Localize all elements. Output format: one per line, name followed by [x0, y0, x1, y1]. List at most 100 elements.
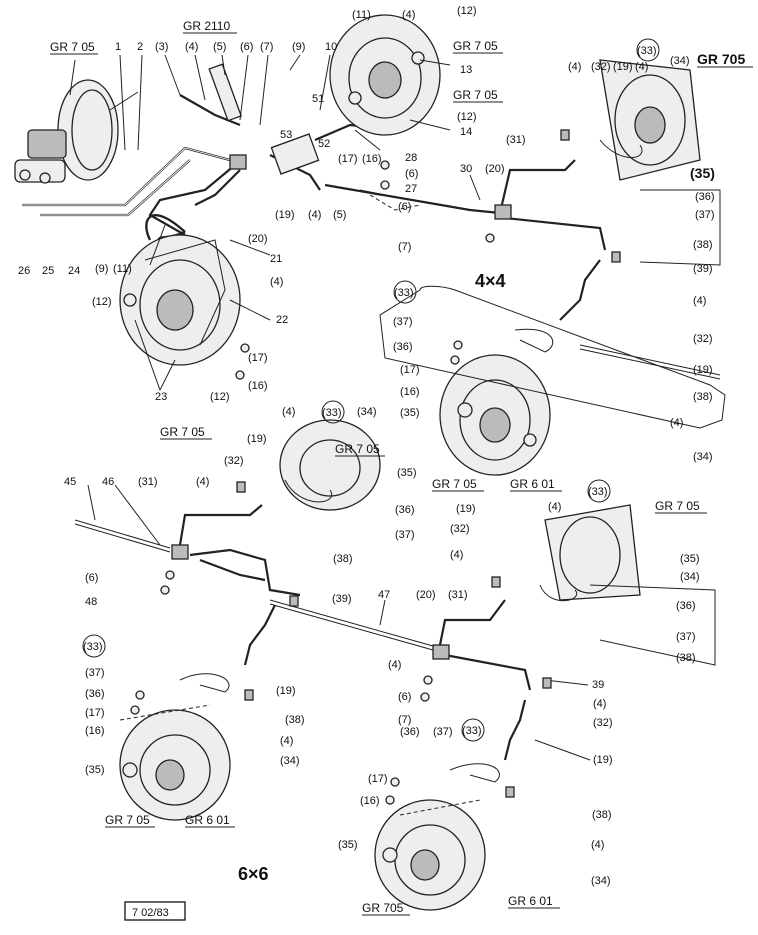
callout-36-c: (36) [395, 504, 415, 516]
callout-7-c: (7) [398, 714, 411, 726]
callout-35-c: (35) [397, 467, 417, 479]
distributor-tees [171, 154, 512, 660]
callout-39-c: 39 [592, 679, 604, 691]
callout-20-c: (20) [416, 589, 436, 601]
callout-37-e: (37) [85, 667, 105, 679]
callout-31-a: (31) [506, 134, 526, 146]
callout-37-d: (37) [676, 631, 696, 643]
callout-34-c: (34) [357, 406, 377, 418]
callout-33-c: (33) [322, 407, 342, 419]
callout-9-b: (9) [95, 263, 108, 275]
callout-33-f: (33) [462, 725, 482, 737]
callout-37-c: (37) [395, 529, 415, 541]
callout-38-e: (38) [285, 714, 305, 726]
reference-code: 7 02/83 [132, 907, 169, 919]
label-gr705-booster: GR 7 05 [50, 40, 95, 54]
callout-37-a: (37) [695, 209, 715, 221]
label-gr705-4x4: GR 705 [697, 51, 745, 67]
callout-51: 51 [312, 93, 324, 105]
label-gr705-6x6-right: GR 7 05 [655, 499, 700, 513]
callout-33-d: (33) [588, 486, 608, 498]
callout-32-c: (32) [224, 455, 244, 467]
brake-booster [14, 79, 139, 184]
callout-16-a: (16) [362, 153, 382, 165]
clip-4h [611, 251, 621, 263]
callout-4-g: (4) [693, 295, 706, 307]
callout-6-b: (6) [405, 168, 418, 180]
label-gr705-front: GR 7 05 [160, 425, 205, 439]
callout-34-b: (34) [693, 451, 713, 463]
callout-17-c: (17) [400, 364, 420, 376]
callout-19-d: (19) [247, 433, 267, 445]
callout-19-e: (19) [456, 503, 476, 515]
callout-33-a: (33) [637, 45, 657, 57]
callout-4-o: (4) [280, 735, 293, 747]
callout-32-d: (32) [450, 523, 470, 535]
callout-5-b: (5) [333, 209, 346, 221]
callout-20-a: (20) [485, 163, 505, 175]
tee-6x6-right [432, 644, 450, 660]
callout-17-a: (17) [338, 153, 358, 165]
section-6x6: 6×6 [238, 864, 269, 884]
callout-9-a: (9) [292, 41, 305, 53]
callout-2: 2 [137, 41, 143, 53]
callout-17-d: (17) [85, 707, 105, 719]
tee-front [229, 154, 247, 170]
callout-4-h: (4) [670, 417, 683, 429]
callout-33-b: (33) [394, 287, 414, 299]
leader-lines [69, 54, 591, 761]
fasteners [130, 129, 621, 805]
callout-4-l: (4) [450, 549, 463, 561]
callout-17-b: (17) [248, 352, 268, 364]
callout-19-b: (19) [613, 61, 633, 73]
callout-39-a: (39) [693, 263, 713, 275]
callout-4-b: (4) [402, 9, 415, 21]
callout-16-b: (16) [248, 380, 268, 392]
callout-16-c: (16) [400, 386, 420, 398]
callout-21: 21 [270, 253, 282, 265]
6x6-right-diff [539, 504, 641, 602]
callout-34-f: (34) [591, 875, 611, 887]
callout-7-b: (7) [398, 241, 411, 253]
callout-12-b: (12) [457, 111, 477, 123]
callout-4-i: (4) [282, 406, 295, 418]
tee-4x4 [494, 204, 512, 220]
callout-24: 24 [68, 265, 80, 277]
label-gr705-4x4-lower: GR 7 05 [432, 477, 477, 491]
callout-35-b: (35) [400, 407, 420, 419]
label-gr705-6x6-left: GR 7 05 [105, 813, 150, 827]
callout-26: 26 [18, 265, 30, 277]
section-4x4: 4×4 [475, 271, 506, 291]
6x6-lower-right-diff [374, 763, 500, 911]
callout-10: 10 [325, 41, 337, 53]
callout-11-b: (11) [113, 263, 132, 275]
callout-13: 13 [460, 64, 472, 76]
callout-27: 27 [405, 183, 417, 195]
callout-20-b: (20) [248, 233, 268, 245]
label-gr601-4x4: GR 6 01 [510, 477, 555, 491]
callout-16-e: (16) [360, 795, 380, 807]
callout-38-b: (38) [693, 391, 713, 403]
callout-31-c: (31) [448, 589, 468, 601]
6x6-lower-left-diff [119, 673, 231, 821]
callout-25: 25 [42, 265, 54, 277]
callout-52: 52 [318, 138, 330, 150]
callout-47: 47 [378, 589, 390, 601]
callout-19-f: (19) [593, 754, 613, 766]
4x4-upper-diff [599, 59, 701, 181]
callout-1: 1 [115, 41, 121, 53]
group-outlines [119, 189, 726, 816]
front-right-brake-drum [329, 14, 441, 136]
callout-38-f: (38) [592, 809, 612, 821]
clip-4e [244, 689, 254, 701]
callout-36-a: (36) [695, 191, 715, 203]
callout-34-a: (34) [670, 55, 690, 67]
reference-code-box: 7 02/83 [124, 901, 186, 921]
callout-4-d: (4) [270, 276, 283, 288]
callout-12-c: (12) [92, 296, 112, 308]
callout-4-e: (4) [568, 61, 581, 73]
callout-4-a: (4) [185, 41, 198, 53]
callout-4-c: (4) [308, 209, 321, 221]
callout-6-d: (6) [85, 572, 98, 584]
